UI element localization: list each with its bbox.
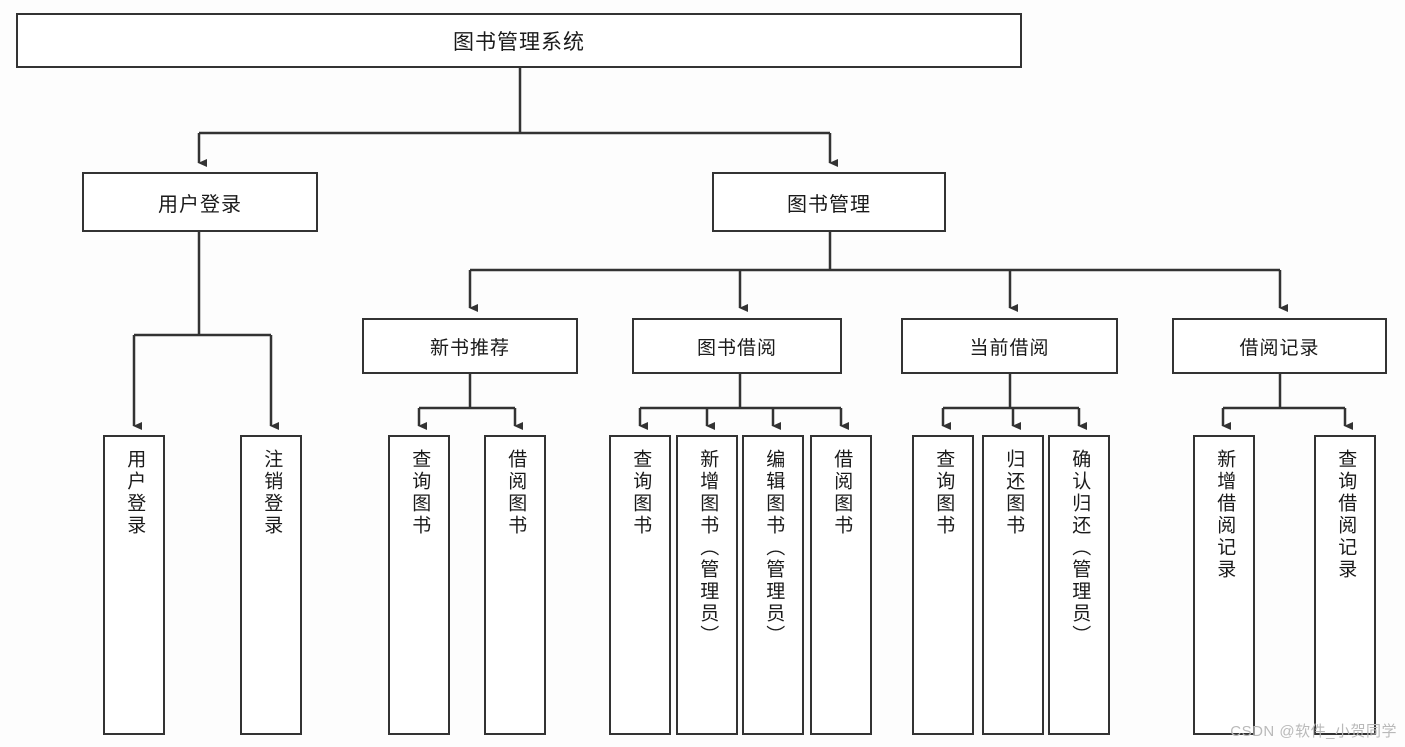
node-label: 确认归还（管理员） — [1069, 449, 1091, 647]
node-book-borrow[interactable]: 图书借阅 — [632, 318, 842, 374]
node-label: 查询图书 — [630, 449, 652, 537]
leaf-add-borrow-record[interactable]: 新增借阅记录 — [1193, 435, 1255, 735]
leaf-confirm-return-admin[interactable]: 确认归还（管理员） — [1048, 435, 1110, 735]
node-borrow-record[interactable]: 借阅记录 — [1172, 318, 1387, 374]
node-label: 查询图书 — [933, 449, 955, 537]
node-root-system[interactable]: 图书管理系统 — [16, 13, 1022, 68]
node-book-management[interactable]: 图书管理 — [712, 172, 946, 232]
node-new-book-recommend[interactable]: 新书推荐 — [362, 318, 578, 374]
leaf-query-borrow-record[interactable]: 查询借阅记录 — [1314, 435, 1376, 735]
leaf-edit-book-admin[interactable]: 编辑图书（管理员） — [742, 435, 804, 735]
node-label: 当前借阅 — [969, 337, 1050, 359]
node-label: 借阅记录 — [1239, 337, 1320, 359]
watermark: CSDN @软件_小贺同学 — [1230, 723, 1397, 740]
node-label: 查询图书 — [409, 449, 431, 537]
leaf-query-book-current[interactable]: 查询图书 — [912, 435, 974, 735]
leaf-logout[interactable]: 注销登录 — [240, 435, 302, 735]
node-label: 用户登录 — [158, 193, 242, 216]
leaf-query-book-recommend[interactable]: 查询图书 — [388, 435, 450, 735]
node-label: 图书借阅 — [696, 337, 777, 359]
leaf-query-book-borrow[interactable]: 查询图书 — [609, 435, 671, 735]
leaf-borrow-book[interactable]: 借阅图书 — [810, 435, 872, 735]
node-label: 图书管理 — [787, 193, 871, 216]
node-label: 借阅图书 — [831, 449, 853, 537]
node-label: 注销登录 — [261, 449, 283, 537]
node-label: 图书管理系统 — [453, 30, 585, 54]
leaf-add-book-admin[interactable]: 新增图书（管理员） — [676, 435, 738, 735]
node-user-login[interactable]: 用户登录 — [82, 172, 318, 232]
leaf-return-book[interactable]: 归还图书 — [982, 435, 1044, 735]
node-label: 编辑图书（管理员） — [763, 449, 785, 647]
leaf-borrow-book-recommend[interactable]: 借阅图书 — [484, 435, 546, 735]
node-label: 用户登录 — [124, 449, 146, 537]
node-label: 新增借阅记录 — [1214, 449, 1236, 581]
node-label: 借阅图书 — [505, 449, 527, 537]
node-current-borrow[interactable]: 当前借阅 — [901, 318, 1118, 374]
node-label: 新增图书（管理员） — [697, 449, 719, 647]
node-label: 归还图书 — [1003, 449, 1025, 537]
leaf-user-login[interactable]: 用户登录 — [103, 435, 165, 735]
node-label: 新书推荐 — [429, 337, 510, 359]
node-label: 查询借阅记录 — [1335, 449, 1357, 581]
